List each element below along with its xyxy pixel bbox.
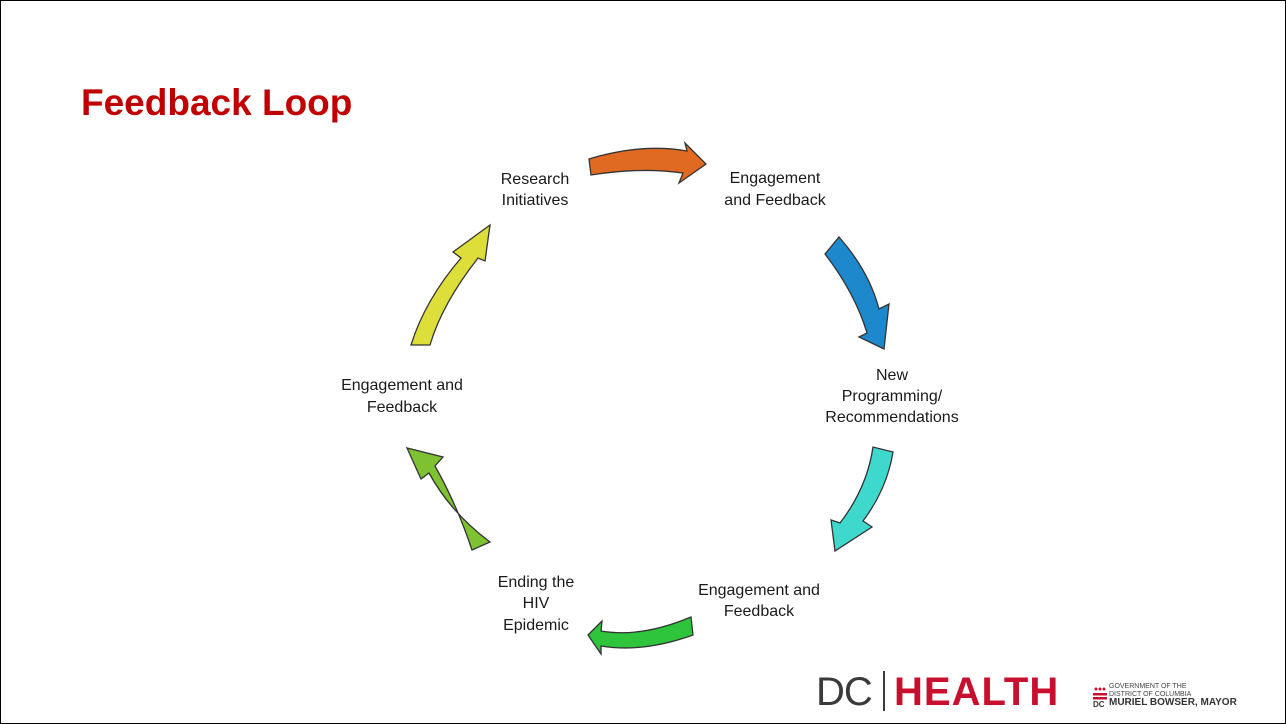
svg-text:Programming/: Programming/ (842, 388, 943, 405)
node-ending-hiv-epidemic: Ending the HIV Epidemic (498, 574, 575, 634)
svg-text:Epidemic: Epidemic (503, 617, 569, 634)
arrow-ending-to-engagement (405, 447, 492, 551)
svg-text:Feedback: Feedback (724, 603, 795, 620)
gov-text-line2: DISTRICT OF COLUMBIA (1109, 691, 1192, 698)
gov-text-mayor: MURIEL BOWSER, MAYOR (1109, 697, 1237, 708)
svg-text:Recommendations: Recommendations (825, 409, 958, 426)
node-new-programming: New Programming/ Recommendations (825, 367, 958, 426)
svg-text:Engagement and: Engagement and (698, 582, 820, 599)
arrow-programming-to-engagement (830, 446, 894, 553)
slide-title: Feedback Loop (81, 82, 353, 123)
dc-health-logo-dc: DC (816, 670, 873, 714)
arrow-engagement-to-research (410, 223, 491, 346)
svg-text:Ending the: Ending the (498, 574, 575, 591)
svg-text:New: New (876, 367, 908, 384)
gov-text-line1: GOVERNMENT OF THE (1109, 683, 1187, 690)
dc-flag-icon: DC (1093, 687, 1107, 708)
node-engagement-bottom: Engagement and Feedback (698, 582, 820, 620)
svg-text:and Feedback: and Feedback (724, 192, 826, 209)
arrow-engagement-to-programming (824, 235, 890, 350)
svg-text:DC: DC (1093, 700, 1105, 708)
dc-health-logo-divider (883, 671, 885, 711)
node-research-initiatives: Research Initiatives (501, 171, 569, 209)
arrow-engagement-to-ending (587, 616, 694, 657)
svg-text:Engagement and: Engagement and (341, 377, 463, 394)
svg-text:Initiatives: Initiatives (502, 192, 569, 209)
svg-text:Engagement: Engagement (730, 170, 821, 187)
svg-text:Feedback: Feedback (367, 399, 438, 416)
arrow-research-to-engagement (588, 140, 708, 185)
node-engagement-left: Engagement and Feedback (341, 377, 463, 416)
svg-text:Research: Research (501, 171, 569, 188)
dc-health-logo-health: HEALTH (894, 670, 1060, 714)
node-engagement-top: Engagement and Feedback (724, 170, 826, 209)
svg-text:HIV: HIV (523, 595, 550, 612)
